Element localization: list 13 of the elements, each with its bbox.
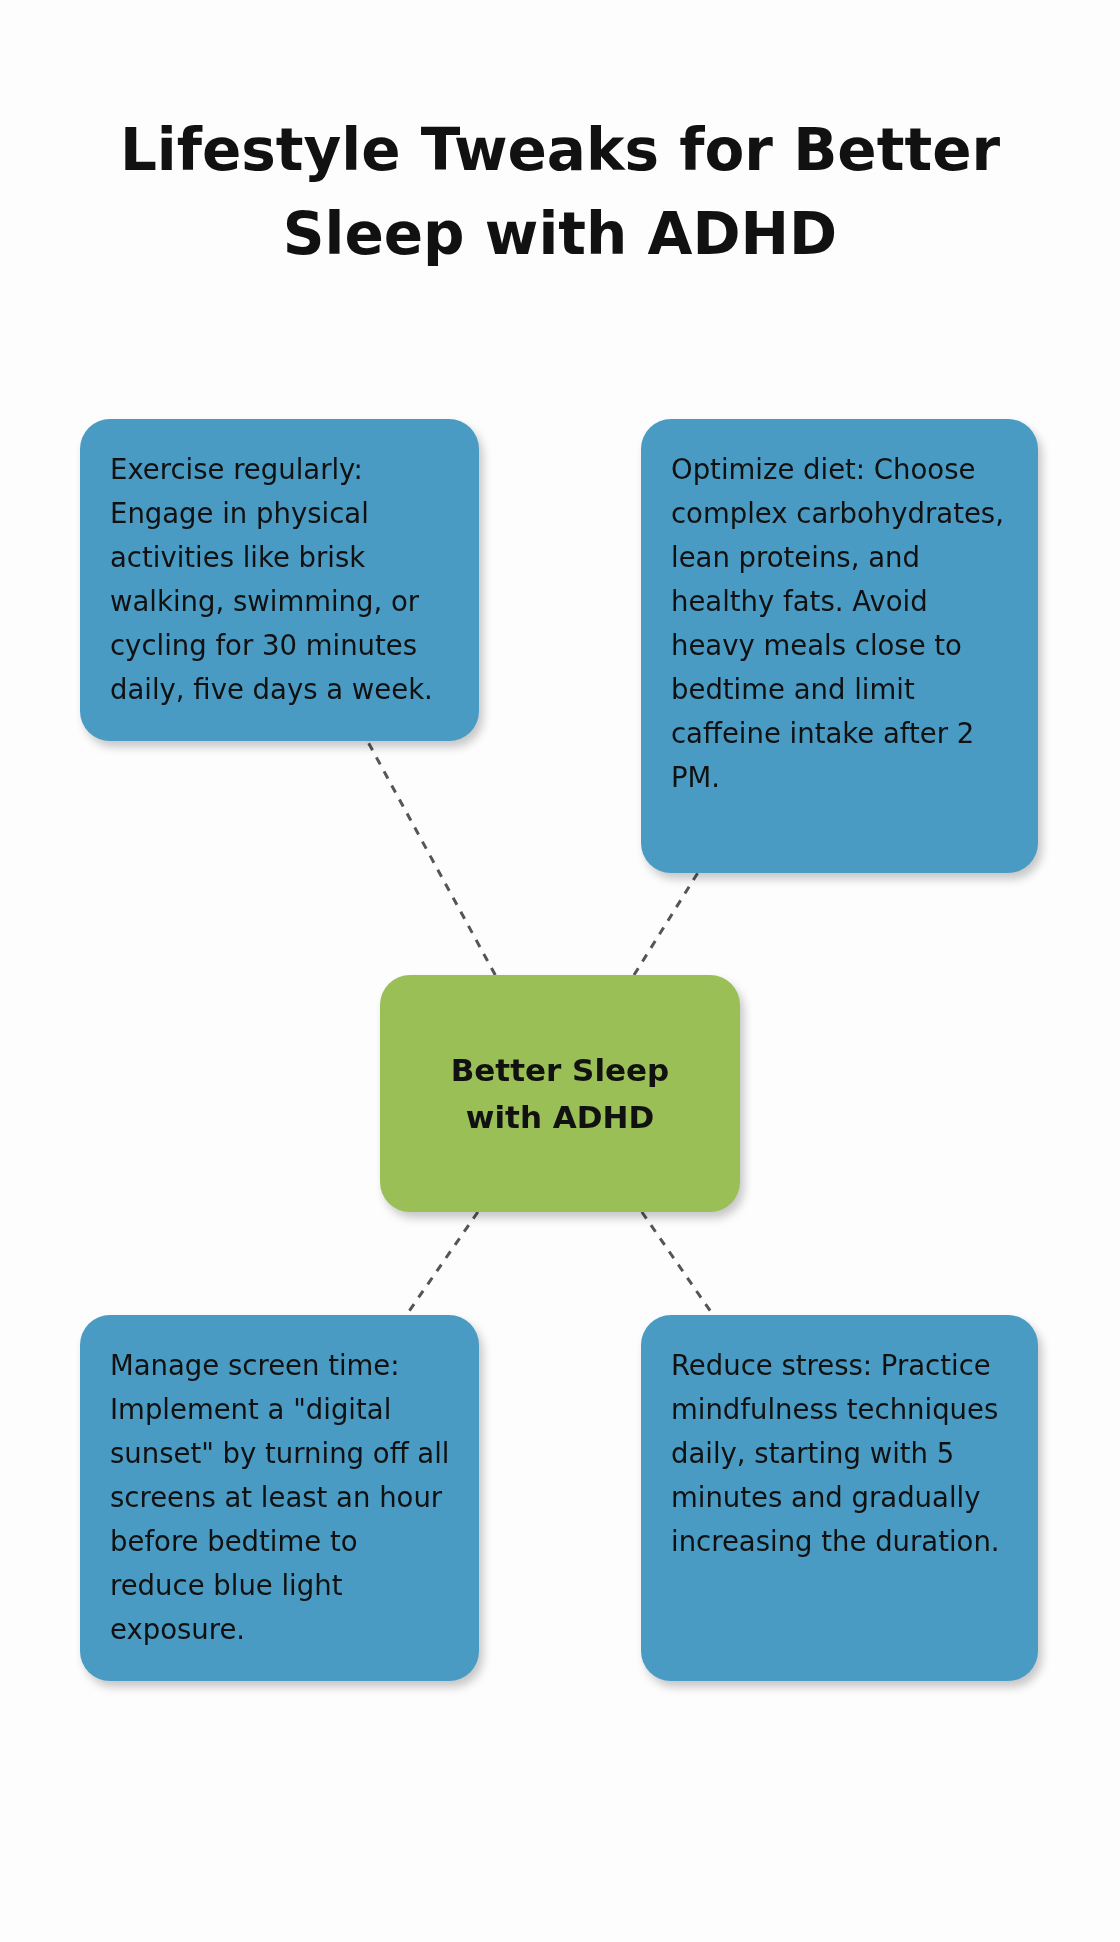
tip-box <box>641 1315 1038 1681</box>
title: Lifestyle Tweaks for Better Sleep with ADHD <box>118 115 1002 270</box>
topic-text: Better Sleep with ADHD <box>449 1050 671 1137</box>
tip-box <box>80 1315 479 1681</box>
tip-box <box>641 419 1038 873</box>
dashed-connector <box>632 872 699 976</box>
tip-text: Optimize diet: Choose complex carbohydrates, lean proteins, and healthy fats. Avoid heavy meals close to bedtime and limit caffeine intake after 2 PM. <box>671 452 1005 795</box>
tip-text: Exercise regularly: Engage in physical activities like brisk walking, swimming, or cycling for 30 minutes daily, five days a week. <box>110 452 434 707</box>
central-topic-box <box>380 975 740 1212</box>
dashed-connector <box>366 740 497 976</box>
tip-text: Manage screen time: Implement a "digital sunset" by turning off all screens at least an hour before bedtime to reduce blue light exposure. <box>110 1348 451 1647</box>
tip-text: Reduce stress: Practice mindfulness techniques daily, starting with 5 minutes and gradually increasing the duration. <box>671 1348 1001 1559</box>
tip-box <box>80 419 479 741</box>
